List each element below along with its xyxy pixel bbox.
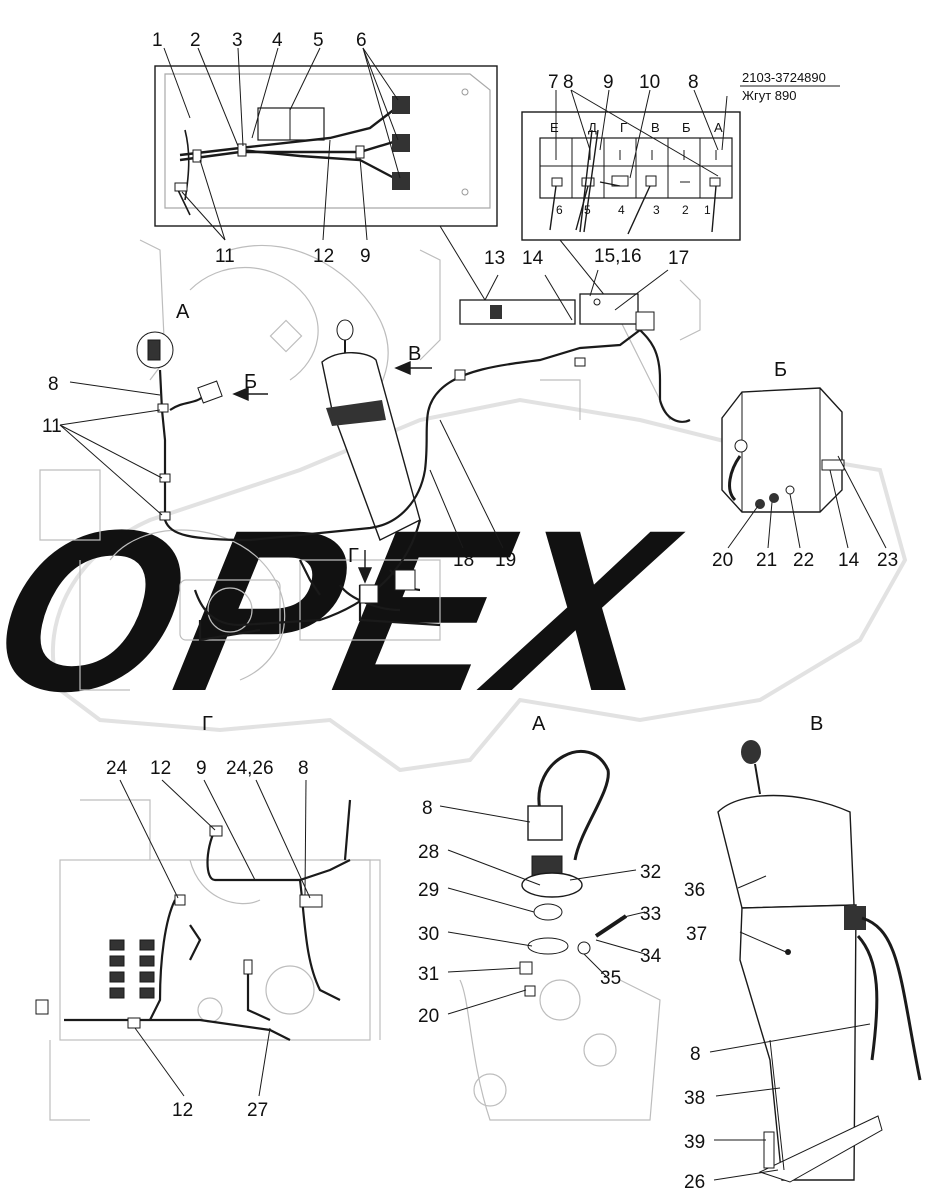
callout-13: 13 (484, 248, 505, 269)
part-number: 2103-3724890 (742, 70, 826, 85)
callout-26: 26 (684, 1172, 705, 1193)
main-harness-wires (158, 329, 691, 642)
callout-37: 37 (686, 924, 707, 945)
view-a-drawing (439, 750, 661, 1121)
connector-col-2: Д (588, 120, 597, 135)
view-label-b-top: Б (244, 371, 257, 393)
callout-9-conn: 9 (603, 72, 614, 93)
connector-inset (521, 111, 741, 241)
callout-12-g-top: 12 (150, 758, 171, 779)
shift-lever-boot (321, 319, 421, 541)
harness-clips (136, 311, 655, 604)
callout-24: 24 (106, 758, 128, 779)
callout-38: 38 (684, 1088, 705, 1109)
view-g-drawing (35, 779, 381, 1121)
view-label-a-top: А (176, 301, 190, 323)
callout-21: 21 (756, 550, 777, 571)
callout-29: 29 (418, 880, 439, 901)
view-title-a: А (532, 713, 546, 735)
watermark-text: OPEX (0, 482, 696, 739)
callout-28: 28 (418, 842, 439, 863)
view-title-v: В (810, 713, 823, 735)
connector-pin-3: 4 (618, 203, 625, 217)
callout-8-main: 8 (48, 374, 59, 395)
callout-3: 3 (232, 30, 243, 51)
view-title-g: Г (202, 713, 213, 735)
inset-panel-fuse-block (154, 65, 498, 227)
callout-12-top: 12 (313, 246, 334, 267)
callout-18: 18 (453, 550, 474, 571)
callout-5: 5 (313, 30, 324, 51)
callout-11-top: 11 (215, 246, 235, 267)
watermark: OPEX (0, 397, 908, 773)
connector-col-3: Г (620, 120, 627, 135)
callout-7: 7 (548, 72, 559, 93)
callout-19: 19 (495, 550, 516, 571)
callout-10: 10 (639, 72, 660, 93)
main-bracket-region (459, 269, 669, 325)
view-b-box (721, 387, 887, 549)
callout-27: 27 (247, 1100, 268, 1121)
callout-11-main: 11 (42, 416, 62, 437)
connector-pin-2: 5 (584, 203, 591, 217)
callout-8-conn-a: 8 (563, 72, 574, 93)
callout-31: 31 (418, 964, 439, 985)
connector-pin-5: 2 (682, 203, 689, 217)
callout-8-g: 8 (298, 758, 309, 779)
callout-35: 35 (600, 968, 621, 989)
connector-pin-6: 1 (704, 203, 711, 217)
connector-col-5: Б (682, 120, 691, 135)
callout-20-b: 20 (712, 550, 733, 571)
callout-14-top: 14 (522, 248, 544, 269)
callout-8-a: 8 (422, 798, 433, 819)
connector-pin-1: 6 (556, 203, 563, 217)
callout-8-v: 8 (690, 1044, 701, 1065)
callout-24-26: 24,26 (226, 758, 274, 779)
connector-inset-leaders (555, 85, 840, 303)
callout-6: 6 (356, 30, 367, 51)
callout-14-b: 14 (838, 550, 860, 571)
callout-9-g: 9 (196, 758, 207, 779)
connector-col-6: А (714, 120, 723, 135)
callout-22: 22 (793, 550, 814, 571)
labels: 1 2 3 4 5 6 11 12 9 7 8 9 10 8 2103-3724… (42, 30, 898, 1193)
view-v-drawing (709, 740, 922, 1183)
callout-30: 30 (418, 924, 439, 945)
view-label-g-top: Г (348, 545, 359, 567)
connector-col-4: В (651, 120, 660, 135)
callout-2: 2 (190, 30, 201, 51)
callout-39: 39 (684, 1132, 705, 1153)
callout-1: 1 (152, 30, 163, 51)
callout-36: 36 (684, 880, 705, 901)
callout-9-top: 9 (360, 246, 371, 267)
callout-20-a: 20 (418, 1006, 439, 1027)
callout-12-g-bottom: 12 (172, 1100, 193, 1121)
callout-34: 34 (640, 946, 662, 967)
callout-33: 33 (640, 904, 661, 925)
main-leaders (59, 381, 504, 549)
callout-32: 32 (640, 862, 661, 883)
callout-8-conn-b: 8 (688, 72, 699, 93)
view-arrows (232, 360, 432, 584)
connector-col-1: Е (550, 120, 559, 135)
callout-15-16: 15,16 (594, 246, 642, 267)
view-label-b-title: Б (774, 359, 787, 381)
callout-4: 4 (272, 30, 283, 51)
harness-name: Жгут 890 (742, 88, 797, 103)
callout-17: 17 (668, 248, 689, 269)
connector-pin-4: 3 (653, 203, 660, 217)
callout-23: 23 (877, 550, 898, 571)
inset-leaders (163, 47, 486, 301)
view-label-v-top: В (408, 343, 421, 365)
